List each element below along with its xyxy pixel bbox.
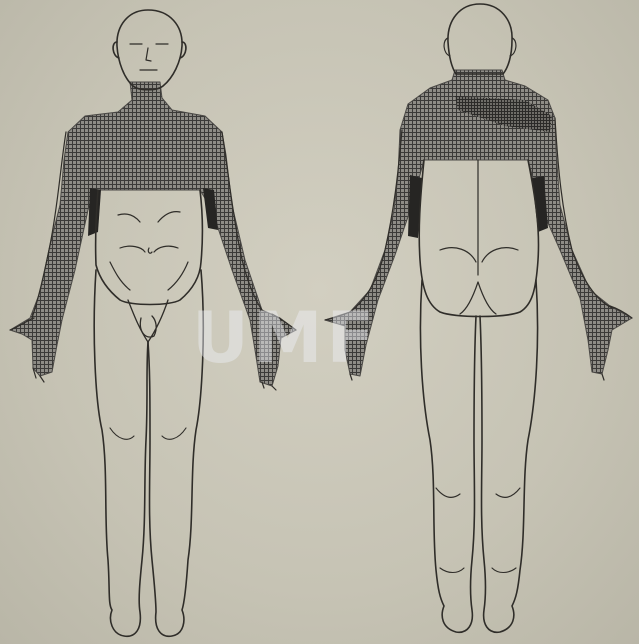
front-groin xyxy=(128,300,168,342)
back-torso-outline xyxy=(419,160,538,317)
front-torso-outline xyxy=(96,190,203,305)
watermark-logo: UMF xyxy=(192,298,454,378)
back-knee-details xyxy=(436,488,520,573)
back-right-leg xyxy=(480,280,538,632)
back-ears xyxy=(444,38,516,56)
back-head-outline xyxy=(448,4,512,74)
front-knee-details xyxy=(110,428,186,439)
front-abdomen-lines xyxy=(110,212,188,290)
front-face-features xyxy=(130,44,168,70)
back-spine-and-gluteal xyxy=(440,160,518,314)
front-head-outline xyxy=(117,10,182,90)
front-left-axilla-shading xyxy=(88,188,101,236)
